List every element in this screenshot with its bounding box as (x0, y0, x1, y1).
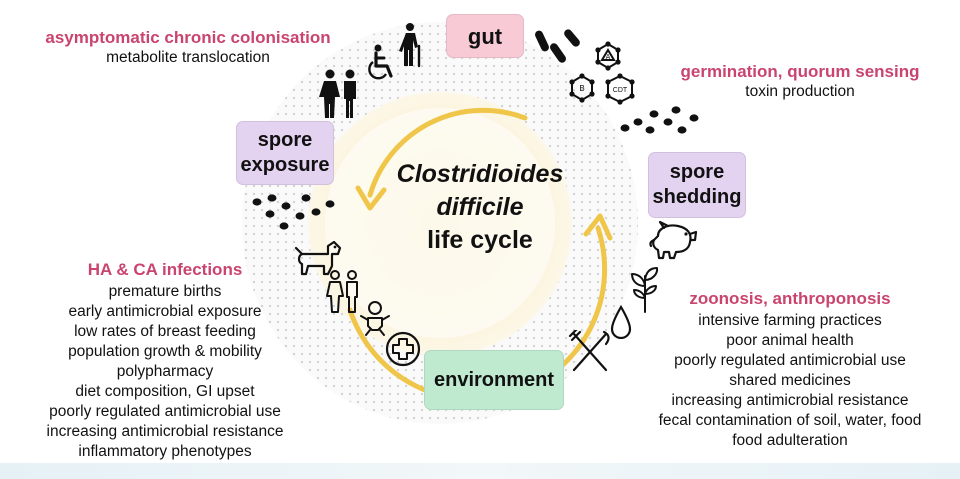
zoonosis-line: intensive farming practices (698, 312, 882, 329)
spore-exposure-label-1: spore (257, 129, 313, 151)
arrow-head-left (355, 185, 387, 211)
germination-heading: germination, quorum sensing (680, 62, 920, 81)
colonisation-line: metabolite translocation (106, 49, 270, 66)
infections-line: population growth & mobility (68, 343, 262, 360)
zoonosis-line: poorly regulated antimicrobial use (674, 352, 906, 369)
infections-line: low rates of breast feeding (74, 323, 256, 340)
infections-heading: HA & CA infections (87, 260, 243, 279)
infections-text-block: HA & CA infections premature births earl… (0, 260, 330, 462)
zoonosis-line: increasing antimicrobial resistance (671, 392, 909, 409)
pig-icon (649, 220, 698, 260)
zoonosis-heading: zoonosis, anthroponosis (689, 289, 891, 308)
title-line-2: difficile (436, 193, 524, 221)
spores-left-icon (252, 194, 335, 230)
zoonosis-line: fecal contamination of soil, water, food (658, 412, 922, 429)
toxin-a-label: A (606, 54, 611, 61)
zoonosis-line: food adulteration (732, 432, 848, 449)
title-line-1: Clostridioides (396, 160, 564, 188)
medical-cross-icon (385, 331, 421, 367)
colonisation-heading: asymptomatic chronic colonisation (45, 28, 331, 47)
infections-line: increasing antimicrobial resistance (46, 423, 284, 440)
gut-label: gut (467, 23, 503, 49)
title-line-3: life cycle (427, 226, 533, 254)
spore-exposure-label-2: exposure (240, 154, 330, 176)
dog-icon (294, 240, 342, 276)
germination-line: toxin production (745, 83, 855, 100)
infections-line: premature births (108, 283, 222, 300)
plant-icon (631, 267, 659, 313)
infections-line: diet composition, GI upset (75, 383, 255, 400)
water-drop-icon (610, 305, 632, 339)
elderly-person-icon (399, 23, 421, 68)
spore-shedding-label-1: spore (669, 161, 725, 183)
adults-icon (326, 270, 358, 313)
arrow-head-right (583, 213, 613, 241)
infections-line: early antimicrobial exposure (68, 303, 262, 320)
toxin-molecules-icon: A B CDT (569, 41, 635, 105)
environment-box: environment (424, 350, 564, 410)
diagram-title: Clostridioides difficile life cycle (330, 158, 630, 257)
ring-center (325, 108, 555, 338)
arrow-upper-left (367, 107, 528, 198)
toxin-cdt-label: CDT (613, 87, 628, 94)
zoonosis-line: poor animal health (726, 332, 854, 349)
spore-shedding-label-2: shedding (652, 186, 742, 208)
environment-label: environment (433, 368, 555, 391)
spore-exposure-box: spore exposure (236, 121, 334, 185)
background-strip (0, 463, 960, 479)
wheelchair-icon (368, 44, 393, 80)
zoonosis-line: shared medicines (729, 372, 851, 389)
fork-knife-icon (568, 330, 610, 372)
infections-line: inflammatory phenotypes (78, 443, 252, 460)
zoonosis-text-block: zoonosis, anthroponosis intensive farmin… (635, 289, 945, 451)
baby-icon (360, 301, 390, 336)
adults-couple-icon (319, 69, 356, 118)
colonisation-text-block: asymptomatic chronic colonisation metabo… (8, 28, 368, 68)
spore-shedding-box: spore shedding (648, 152, 746, 218)
germination-text-block: germination, quorum sensing toxin produc… (650, 62, 950, 102)
toxin-b-label: B (579, 84, 584, 93)
spores-right-icon (620, 106, 699, 134)
bacteria-rods-icon (535, 29, 580, 63)
infections-line: polypharmacy (116, 363, 214, 380)
infections-line: poorly regulated antimicrobial use (49, 403, 281, 420)
gut-box: gut (446, 14, 524, 58)
